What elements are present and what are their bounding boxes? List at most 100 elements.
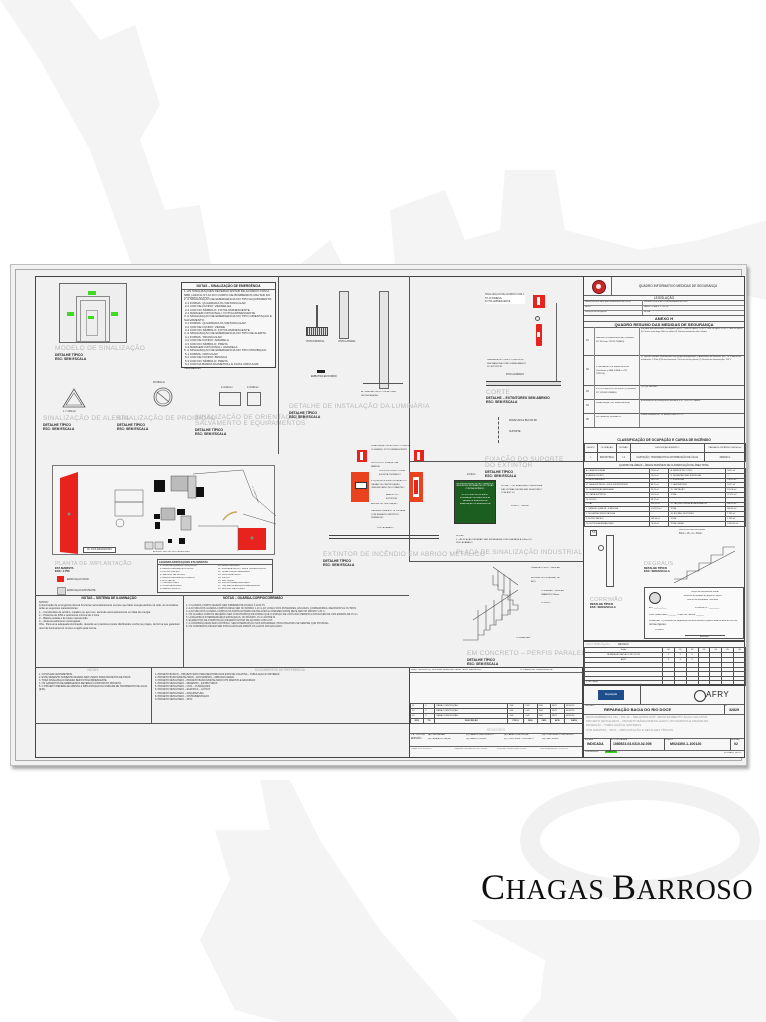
section-title: DEGRAUS — [644, 561, 674, 567]
title-block: Reparação AFRY PROJETO REPARAÇÃO BACIA D… — [583, 685, 745, 758]
emission-type-option: (C) PARA CONHECIMENTO — [466, 734, 494, 736]
wall-section — [379, 291, 389, 389]
legend-item: 6. ETA VELHA — [160, 579, 175, 582]
company-name: AFRY — [706, 690, 730, 699]
document-item: 7. PROJETO DETALHADO – ARQUITETURA — [155, 691, 204, 695]
info-row: Norma técnica base para elaboração do PS… — [584, 300, 744, 306]
drawing-description: SOCIOAMBIENTAL OD – PG 32 – MELHORIA SIS… — [586, 715, 709, 732]
legend-existing-building-swatch — [57, 587, 66, 595]
legend-item: 4. SENSOR DE CLORO — [160, 573, 185, 576]
building-legend: LEGENDA EDIFICAÇÕES ETA MARISTA 1. CASA … — [157, 559, 273, 593]
extinguisher-sign-icon — [357, 450, 367, 462]
safety-measures-panel: QUADRO INFORMATIVO MEDIDAS DE SEGURANÇA … — [583, 276, 747, 641]
site-plan-drawing — [60, 469, 276, 554]
legend-item: 13. CAIXA ELÉTRICA — [218, 573, 241, 576]
reference-documents: 1. PROJETO BÁSICO – PROJETO EPCI PARA ME… — [155, 673, 405, 701]
exit-sign-icon — [111, 312, 118, 316]
section-title: PLACA DE SINALIZAÇÃO INDUSTRIAL M1 — [456, 549, 594, 556]
legend-item: 5. DECANTADORES ETA VELHA — [160, 576, 195, 579]
legend-item: 1. CASA DE QUÍMICA – ETA NOVA — [160, 565, 197, 567]
orientation-sign-rect — [219, 392, 241, 406]
floor-line — [486, 381, 561, 386]
legend-item: 9. ABRIGO MORTO — [160, 588, 181, 591]
document-item: 4. PROJETO DETALHADO – DESENHO – ESTRUTU… — [155, 682, 218, 686]
wall-section — [339, 291, 349, 339]
notes-emergency-signage: NOTAS – SINALIZAÇÃO DE EMERGÊNCIA 1. AS … — [181, 282, 276, 369]
legend-item: 11. SALA ELÉTRICA – GMI E SUPERVISÓRIO — [218, 567, 267, 570]
classification-badge: PÚBLICO — [605, 751, 617, 753]
section-title: DETALHE DE INSTALAÇÃO DA LUMINÁRIA — [289, 403, 430, 410]
guardrail-notes: 1. O GUARDA-CORPO DEVERÁ SER FIRMEMENTE … — [186, 604, 359, 628]
emission-type-option: (B) PARA APROVAÇÃO — [428, 738, 452, 740]
extinguisher-cabinet-side — [409, 472, 423, 502]
section-title: SINALIZAÇÃO DE ALERTA — [43, 415, 130, 422]
legend-item: 2. DECANTADORES ETA NOVA — [160, 567, 194, 570]
emission-type-option: (G) CONFORME CONSTRUÍDO — [542, 734, 574, 736]
document-item: 9. PROJETO DETALHADO – SPCI — [155, 697, 193, 701]
emission-type-option: (A) PRELIMINAR — [428, 734, 445, 736]
embedded-luminaire — [317, 370, 325, 373]
document-item: 5. PROJETO DETALHADO – CIVIL – FUNDAÇÕES — [155, 685, 211, 689]
luminaire-front-view — [306, 327, 328, 336]
note-item: 5. O PROJETO REFERE-SE APENAS À IMPLANTA… — [39, 685, 148, 691]
document-item: 2. PROJETO BÁSICO/DETALHADO – ETA MARIST… — [155, 676, 235, 680]
emission-type-option: (E) PARA CONSTRUÇÃO — [504, 734, 530, 736]
section-title: CORTE — [486, 389, 511, 396]
section-title: SINALIZAÇÃO DE PROIBIÇÃO — [117, 415, 216, 422]
lighting-notes: NOTAS: A iluminação de emergência deverá… — [39, 601, 180, 630]
revisions-block: Resp. Técnica Proj.: ALVIMAR BARBOSA VID… — [409, 667, 585, 758]
client-logo: Reparação — [598, 690, 624, 700]
general-notes: 1. COTAS EM CENTÍMETROS.2. ESTE DESENHO … — [39, 673, 149, 691]
section-title: CORRIMÃO — [590, 597, 623, 603]
stair-steps-drawing — [673, 546, 736, 583]
emission-type-option: (H) CANCELADO — [542, 738, 560, 740]
afry-logo-icon — [694, 690, 706, 702]
brand-first-rest: HAGAS — [505, 875, 605, 906]
document-item: 8. PROJETO DETALHADO – INSTRUMENTAÇÃO — [155, 694, 209, 698]
orientation-sign-square — [247, 392, 261, 406]
legend-item: 15. CAPTAÇÃO — [218, 579, 235, 582]
luminaire-bracket — [316, 305, 318, 327]
note-item: 1. COTAS EM CENTÍMETROS. — [39, 673, 73, 676]
section-title: EXTINTOR DE INCÊNDIO EM ABRIGO METÁLICO — [323, 551, 486, 558]
industrial-sign-plate: ESTA EDIFICAÇÃO ESTÁ DOTADA DOS SEGUINTE… — [454, 480, 496, 524]
legend-item: 3. FILTRO RÁPIDO — [160, 570, 180, 573]
signage-model-drawing — [59, 283, 127, 343]
prohibition-sign-icon — [153, 387, 173, 407]
legend-item: 14. FILTRO — [218, 576, 230, 579]
extinguisher-sign-icon — [533, 295, 545, 308]
section-title: PLANTA DE IMPLANTAÇÃO — [55, 561, 132, 567]
exit-sign-icon — [88, 291, 96, 295]
legend-item: 12. SUBESTAÇÃO ABRIGADA — [218, 570, 250, 573]
section-title: SINALIZAÇÃO DE ORIENTAÇÃO E SALVAMENTO E… — [195, 414, 308, 427]
document-item: 6. PROJETO DETALHADO – ELÉTRICA – LAYOUT — [155, 688, 211, 692]
project-name: REPARAÇÃO BACIA DO RIO DOCE — [604, 707, 672, 712]
fire-extinguisher-icon — [536, 324, 542, 346]
legend-item: 16. FILTROS ADENSADORES — [218, 582, 250, 585]
emission-type-option: (D) PARA COTAÇÃO — [466, 738, 487, 740]
site-plan: AV. DOS IMIGRANTES ACESSO VEÍCULOS E PED… — [52, 465, 276, 555]
extinguisher-sign-icon — [414, 450, 424, 462]
legend-item: 7. LABORATÓRIO — [160, 582, 179, 585]
legend-item: 17. TAQ RECUPERAÇÃO/ADENSADOR — [218, 585, 260, 588]
exit-sign-icon — [67, 312, 74, 316]
legend-item: 10. ALMOXARIFADO — [218, 565, 240, 567]
brand-logo: CHAGAS BARROSO — [481, 867, 754, 907]
fire-department-emblem-icon — [592, 280, 606, 294]
emission-type-option: (F) CONFORME COMPRADO — [504, 738, 534, 740]
exit-sign-icon — [88, 316, 94, 319]
